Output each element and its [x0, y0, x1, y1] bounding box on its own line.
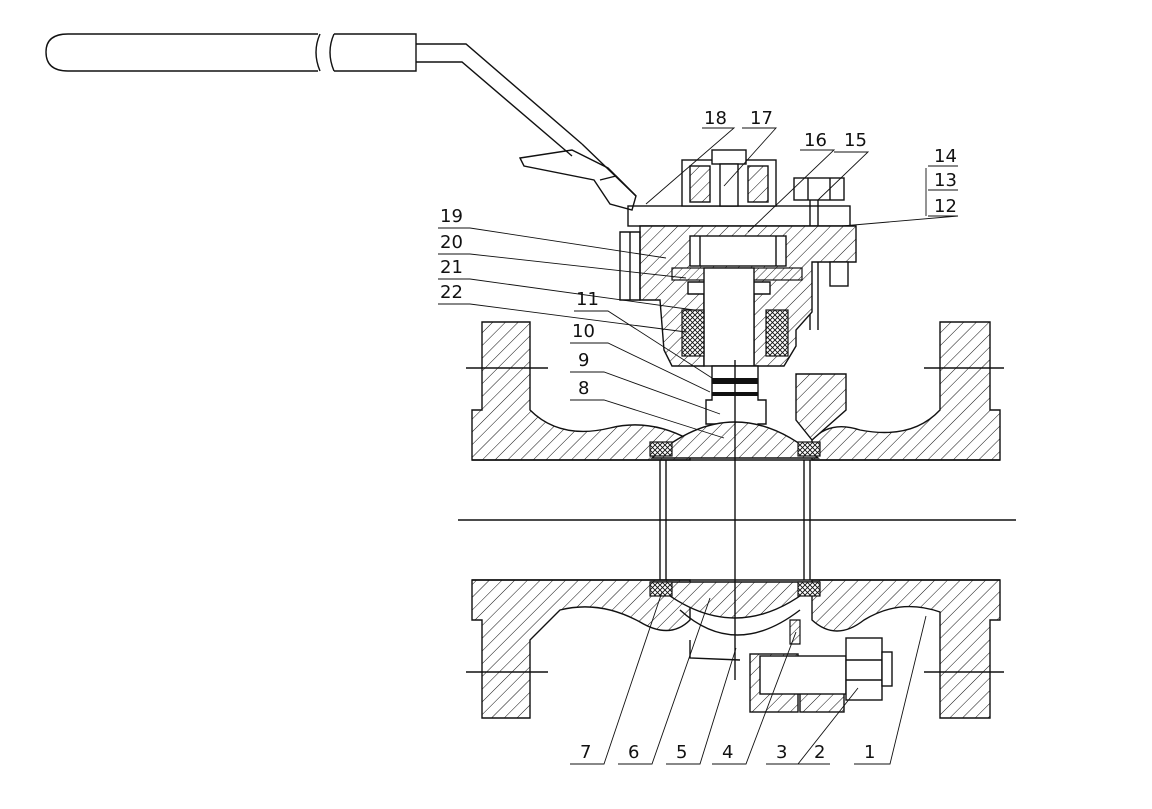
callout-13: 13 [934, 170, 957, 191]
callout-14: 14 [934, 146, 957, 167]
callout-7: 7 [580, 742, 591, 763]
callout-12: 12 [934, 196, 957, 217]
callout-10: 10 [572, 321, 595, 342]
callout-20: 20 [440, 232, 463, 253]
callout-2: 2 [814, 742, 825, 763]
callout-11: 11 [576, 289, 599, 310]
valve-body-right-flange [795, 321, 1004, 719]
callout-4: 4 [722, 742, 733, 763]
callout-17: 17 [750, 108, 773, 129]
valve-body-left-flange [466, 321, 691, 719]
callout-16: 16 [804, 130, 827, 151]
callout-labels: 19 20 21 22 11 10 9 8 18 17 16 15 14 13 … [440, 108, 957, 763]
callout-22: 22 [440, 282, 463, 303]
callout-9: 9 [578, 350, 589, 371]
callout-leaders [438, 127, 959, 765]
ball-and-bore [458, 360, 1016, 680]
bonnet-and-gland [619, 225, 857, 367]
bottom-bolt [749, 619, 893, 713]
top-nut-assembly [681, 149, 845, 330]
callout-19: 19 [440, 206, 463, 227]
callout-1: 1 [864, 742, 875, 763]
callout-21: 21 [440, 257, 463, 278]
callout-18: 18 [704, 108, 727, 129]
callout-6: 6 [628, 742, 639, 763]
callout-5: 5 [676, 742, 687, 763]
callout-3: 3 [776, 742, 787, 763]
callout-8: 8 [578, 378, 589, 399]
callout-15: 15 [844, 130, 867, 151]
